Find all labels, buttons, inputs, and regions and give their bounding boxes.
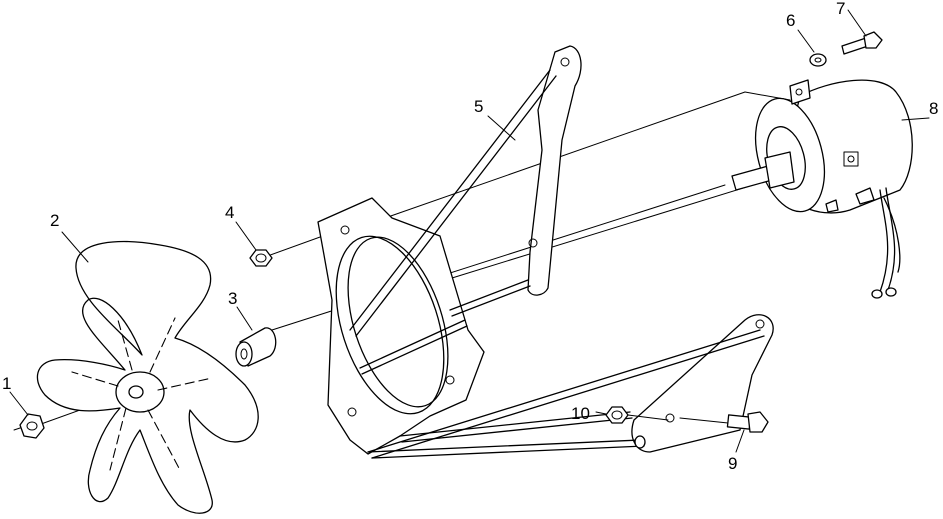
fan-nut — [13, 413, 45, 439]
washer-6 — [809, 53, 827, 67]
callout-2: 2 — [50, 211, 59, 230]
callout-4: 4 — [225, 203, 234, 222]
callout-7: 7 — [836, 0, 845, 18]
nut-4 — [249, 249, 273, 267]
fan-motor — [731, 79, 913, 299]
upper-bracket — [349, 45, 582, 337]
leader-lines — [9, 9, 930, 453]
callout-5: 5 — [474, 97, 483, 116]
screw-7 — [841, 31, 883, 55]
callout-3: 3 — [228, 289, 237, 308]
callout-10: 10 — [571, 404, 590, 423]
spacer — [235, 327, 277, 367]
callout-1: 1 — [2, 374, 11, 393]
callout-6: 6 — [786, 11, 795, 30]
nut-10 — [605, 406, 669, 424]
bolt-9 — [679, 411, 769, 433]
callout-8: 8 — [929, 99, 938, 118]
callout-9: 9 — [728, 454, 737, 473]
fan-blade — [36, 240, 259, 514]
fan-shroud — [317, 197, 485, 455]
